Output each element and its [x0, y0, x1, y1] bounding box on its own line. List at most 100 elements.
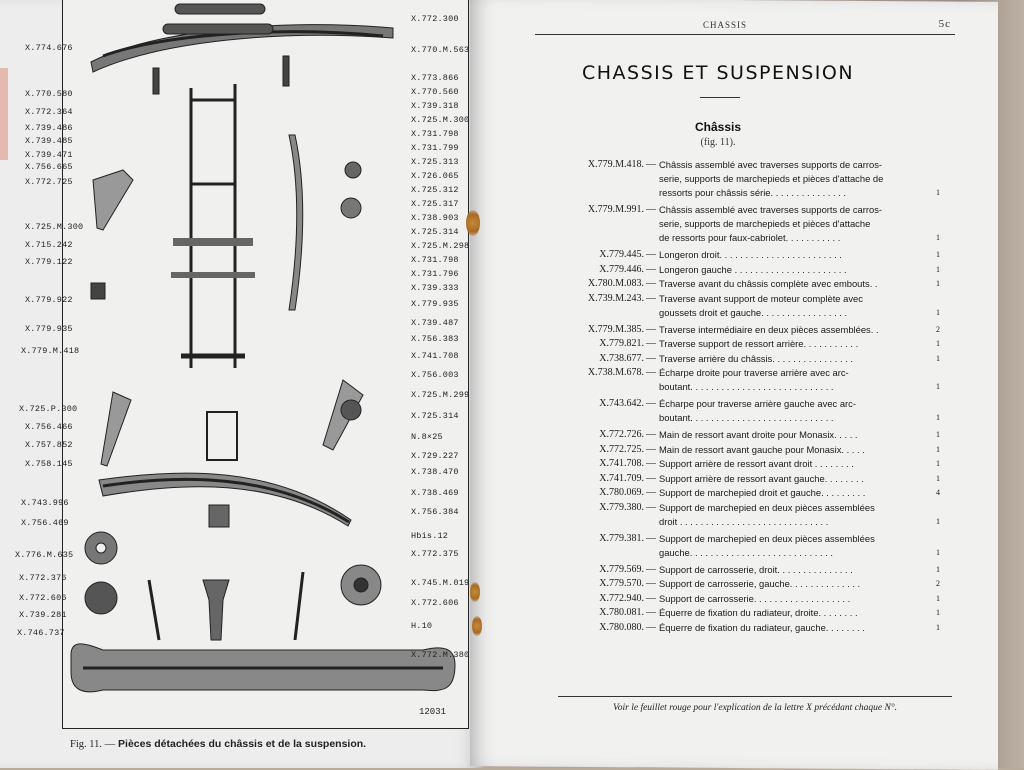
list-item: X.741.708.—Support arrière de ressort av… [540, 457, 960, 471]
part-label: H.10 [411, 621, 433, 631]
separator-dash: — [646, 607, 656, 618]
caption-fig-number: Fig. 11. — [70, 739, 116, 750]
description-line: goussets droit et gauche. . . . . . . . … [659, 306, 848, 318]
running-head-title: CHASSIS [702, 20, 747, 30]
rear-leaf-spring-drawing [98, 134, 352, 527]
part-label: X.773.866 [411, 73, 459, 83]
description-line: Support de carrosserie, droit. . . . . .… [659, 563, 853, 575]
part-quantity: 1 [936, 264, 940, 274]
part-reference: X.779.M.418. [587, 159, 644, 170]
part-description: Traverse avant support de moteur complèt… [659, 292, 925, 320]
part-description: Longeron droit. . . . . . . . . . . . . … [659, 248, 925, 262]
part-description: Équerre de fixation du radiateur, droite… [659, 606, 925, 620]
part-label: X.741.708 [411, 351, 459, 361]
part-reference: X.780.M.083. [587, 278, 644, 289]
part-reference: X.741.709. [599, 472, 644, 484]
separator-dash: — [646, 338, 656, 349]
description-line: ressorts pour châssis série. . . . . . .… [659, 187, 847, 198]
separator-dash: — [646, 443, 656, 455]
part-label: X.756.383 [411, 334, 459, 344]
plate-number: 12031 [419, 707, 447, 717]
page-title: CHASSIS ET SUSPENSION [581, 62, 855, 84]
part-quantity: 1 [936, 564, 940, 574]
list-item: X.738.M.678.—Écharpe droite pour travers… [540, 366, 960, 394]
separator-dash: — [646, 578, 656, 589]
description-line: boutant. . . . . . . . . . . . . . . . .… [659, 381, 834, 392]
part-quantity: 1 [936, 444, 940, 454]
part-label: X.772.375 [411, 549, 459, 559]
part-description: Support de marchepied droit et gauche. .… [659, 486, 925, 500]
part-label: X.779.922 [25, 295, 73, 305]
separator-dash: — [646, 592, 656, 604]
part-description: Traverse intermédiaire en deux pièces as… [659, 323, 925, 337]
part-quantity: 1 [936, 339, 940, 348]
part-reference: X.738.677. [599, 352, 644, 364]
description-line: Châssis assemblé avec traverses supports… [659, 204, 883, 215]
part-reference: X.772.940. [599, 592, 644, 604]
part-quantity: 1 [936, 279, 940, 288]
part-label: X.739.333 [411, 283, 459, 293]
part-label: X.715.242 [25, 240, 73, 250]
separator-dash: — [646, 563, 656, 575]
part-description: Main de ressort avant gauche pour Monasi… [659, 443, 925, 457]
separator-dash: — [646, 472, 656, 484]
list-item: X.779.445.—Longeron droit. . . . . . . .… [540, 248, 960, 262]
part-label: X.774.676 [25, 43, 73, 53]
page-stain [466, 210, 480, 236]
part-label: X.725.M.299 [411, 390, 470, 400]
part-label: X.779.M.418 [21, 346, 80, 356]
part-label: X.772.M.380 [411, 650, 470, 660]
part-label: X.725.314 [411, 411, 459, 421]
part-label: X.772.364 [25, 107, 73, 117]
description-line: Longeron droit. . . . . . . . . . . . . … [659, 249, 842, 260]
separator-dash: — [646, 159, 656, 170]
part-label: X.738.470 [411, 467, 459, 477]
part-description: Traverse support de ressort arrière. . .… [659, 337, 925, 351]
description-line: Support de marchepied droit et gauche. .… [659, 487, 866, 498]
part-quantity: 1 [936, 430, 940, 439]
list-item: X.743.642.—Écharpe pour traverse arrière… [540, 397, 960, 425]
list-item: X.779.821.—Traverse support de ressort a… [540, 337, 960, 351]
list-item: X.779.570.—Support de carrosserie, gauch… [540, 577, 960, 591]
part-reference: X.779.821. [599, 338, 644, 349]
part-quantity: 1 [936, 622, 940, 632]
description-line: Support de carrosserie, gauche. . . . . … [659, 578, 861, 589]
part-quantity: 1 [936, 547, 940, 557]
part-description: Support de marchepied en deux pièces ass… [659, 501, 925, 529]
description-line: Support arrière de ressort avant gauche.… [659, 472, 864, 484]
part-description: Support arrière de ressort avant gauche.… [659, 472, 925, 486]
part-description: Support de marchepied en deux pièces ass… [659, 532, 925, 560]
separator-dash: — [646, 501, 656, 513]
part-label: X.725.317 [411, 199, 459, 209]
separator-dash: — [646, 323, 656, 335]
list-item: X.780.069.—Support de marchepied droit e… [540, 486, 960, 500]
part-label: X.725.314 [411, 227, 459, 237]
description-line: Support de marchepied en deux pièces ass… [659, 501, 875, 513]
part-quantity: 1 [936, 608, 940, 617]
description-line: Longeron gauche . . . . . . . . . . . . … [659, 263, 847, 275]
part-reference: X.780.069. [599, 487, 644, 498]
part-label: X.731.798 [411, 255, 459, 265]
page-stain [470, 582, 480, 602]
part-label: X.739.486 [25, 123, 73, 133]
part-reference: X.743.642. [599, 398, 644, 409]
description-line: Support de carrosserie. . . . . . . . . … [659, 592, 851, 604]
separator-dash: — [646, 278, 656, 289]
list-item: X.741.709.—Support arrière de ressort av… [540, 472, 960, 486]
part-quantity: 2 [936, 324, 940, 334]
list-item: X.772.940.—Support de carrosserie. . . .… [540, 592, 960, 606]
part-label: X.725.P.300 [19, 404, 78, 414]
part-reference: X.779.M.991. [587, 204, 644, 215]
part-quantity: 4 [936, 488, 940, 497]
separator-dash: — [646, 263, 656, 275]
list-item: X.772.725.—Main de ressort avant gauche … [540, 443, 960, 457]
list-item: X.779.M.385.—Traverse intermédiaire en d… [540, 323, 960, 337]
separator-dash: — [646, 352, 656, 364]
separator-dash: — [646, 292, 656, 304]
part-label: X.756.384 [411, 507, 459, 517]
description-line: Écharpe droite pour traverse arrière ave… [659, 367, 849, 378]
description-line: Support arrière de ressort avant droit .… [659, 458, 854, 469]
figure-caption: Fig. 11. — Pièces détachées du châssis e… [70, 738, 366, 750]
description-line: gauche. . . . . . . . . . . . . . . . . … [659, 546, 834, 558]
list-item: X.779.381.—Support de marchepied en deux… [540, 532, 960, 560]
